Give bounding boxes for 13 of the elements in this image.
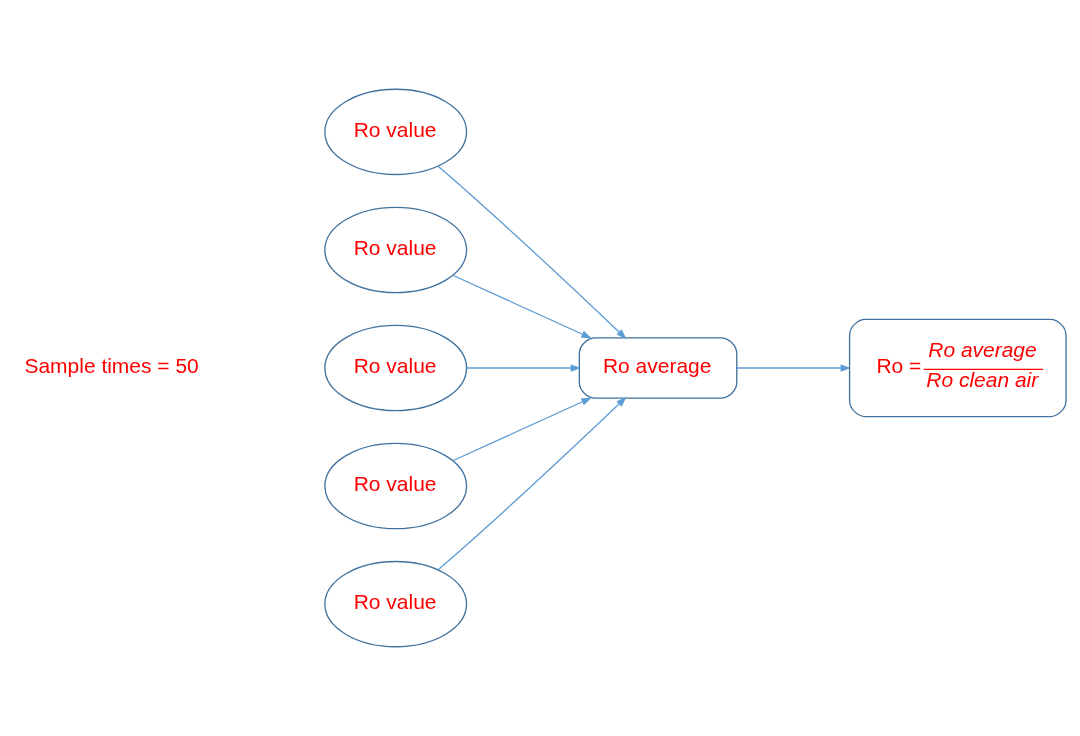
- arrow: [465, 364, 582, 372]
- node-box: Ro average: [578, 337, 738, 399]
- node-ellipse: Ro value: [324, 206, 468, 294]
- node-ellipse: Ro value: [324, 88, 468, 176]
- arrow: [452, 274, 592, 339]
- arrow: [736, 364, 852, 372]
- label: Sample times = 50: [24, 353, 199, 377]
- node-ellipse: Ro value: [324, 560, 468, 648]
- node-ellipse: Ro value: [324, 442, 468, 530]
- node-ellipse: Ro value: [324, 324, 468, 412]
- arrow: [452, 397, 592, 462]
- arrow: [437, 165, 627, 340]
- arrow: [437, 396, 627, 571]
